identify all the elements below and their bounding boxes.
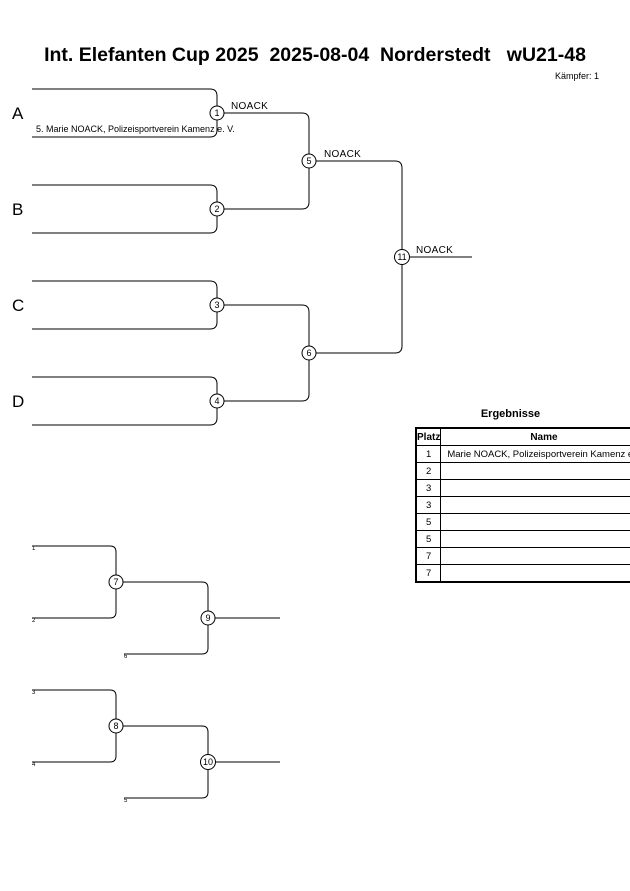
bracket-line <box>32 376 218 426</box>
seed-label: 2 <box>32 618 36 624</box>
seed-label: 3 <box>32 690 36 696</box>
table-row: 5 <box>415 530 630 548</box>
platz-cell: 3 <box>415 496 442 514</box>
svg-text:4: 4 <box>214 396 219 406</box>
winner-match-1: NOACK <box>231 101 268 112</box>
platz-cell: 3 <box>415 479 442 497</box>
pool-label-a: A <box>12 104 24 123</box>
match-circle-10: 10 <box>200 754 216 770</box>
svg-text:2: 2 <box>214 204 219 214</box>
table-row: 2 <box>415 462 630 480</box>
competitor-count: Kämpfer: 1 <box>554 71 599 81</box>
table-row: 7 <box>415 564 630 583</box>
table-row: 3 <box>415 496 630 514</box>
platz-cell: 2 <box>415 462 442 480</box>
platz-cell: 5 <box>415 530 442 548</box>
seed-label: 4 <box>32 762 36 768</box>
entry-pool-a: 5. Marie NOACK, Polizeisportverein Kamen… <box>36 124 235 134</box>
svg-text:6: 6 <box>306 348 311 358</box>
match-circle-8: 8 <box>108 718 124 734</box>
match-circle-9: 9 <box>200 610 216 626</box>
svg-text:3: 3 <box>214 300 219 310</box>
match-circle-2: 2 <box>209 201 225 217</box>
platz-cell: 1 <box>415 445 442 463</box>
results-title: Ergebnisse <box>480 408 541 420</box>
svg-text:10: 10 <box>203 757 213 767</box>
name-cell <box>440 513 630 531</box>
pool-label-b: B <box>12 200 23 219</box>
name-cell <box>440 462 630 480</box>
svg-text:8: 8 <box>113 721 118 731</box>
match-circle-4: 4 <box>209 393 225 409</box>
name-cell <box>440 530 630 548</box>
results-header-row: Platz Name <box>415 427 630 446</box>
svg-text:5: 5 <box>306 156 311 166</box>
match-circle-11: 11 <box>394 249 410 265</box>
repechage-line <box>32 689 117 763</box>
bracket-line <box>309 160 403 354</box>
svg-text:7: 7 <box>113 577 118 587</box>
header-name: Name <box>440 427 630 446</box>
pool-label-c: C <box>12 296 24 315</box>
name-cell <box>440 496 630 514</box>
svg-text:1: 1 <box>214 108 219 118</box>
table-row: 5 <box>415 513 630 531</box>
platz-cell: 5 <box>415 513 442 531</box>
repechage-line <box>32 545 117 619</box>
match-circle-7: 7 <box>108 574 124 590</box>
seed-label: 6 <box>124 654 128 660</box>
seed-label: 5 <box>124 798 128 804</box>
repechage-line <box>116 581 209 655</box>
winner-match-11: NOACK <box>416 245 453 256</box>
header-platz: Platz <box>415 427 442 446</box>
winner-match-5: NOACK <box>324 149 361 160</box>
svg-text:11: 11 <box>397 252 406 262</box>
bracket-line <box>32 184 218 234</box>
match-circle-5: 5 <box>301 153 317 169</box>
name-cell <box>440 479 630 497</box>
svg-text:9: 9 <box>205 613 210 623</box>
name-cell <box>440 547 630 565</box>
table-row: 3 <box>415 479 630 497</box>
platz-cell: 7 <box>415 547 442 565</box>
match-circle-1: 1 <box>209 105 225 121</box>
platz-cell: 7 <box>415 564 442 583</box>
match-circle-3: 3 <box>209 297 225 313</box>
seed-label: 1 <box>32 546 36 552</box>
bracket-line <box>32 280 218 330</box>
name-cell <box>440 564 630 583</box>
page-title: Int. Elefanten Cup 2025 2025-08-04 Norde… <box>44 44 586 66</box>
name-cell: Marie NOACK, Polizeisportverein Kamenz e… <box>440 445 630 463</box>
repechage-line <box>116 725 209 799</box>
bracket-line <box>217 304 310 402</box>
pool-label-d: D <box>12 392 24 411</box>
match-circle-6: 6 <box>301 345 317 361</box>
table-row: 7 <box>415 547 630 565</box>
